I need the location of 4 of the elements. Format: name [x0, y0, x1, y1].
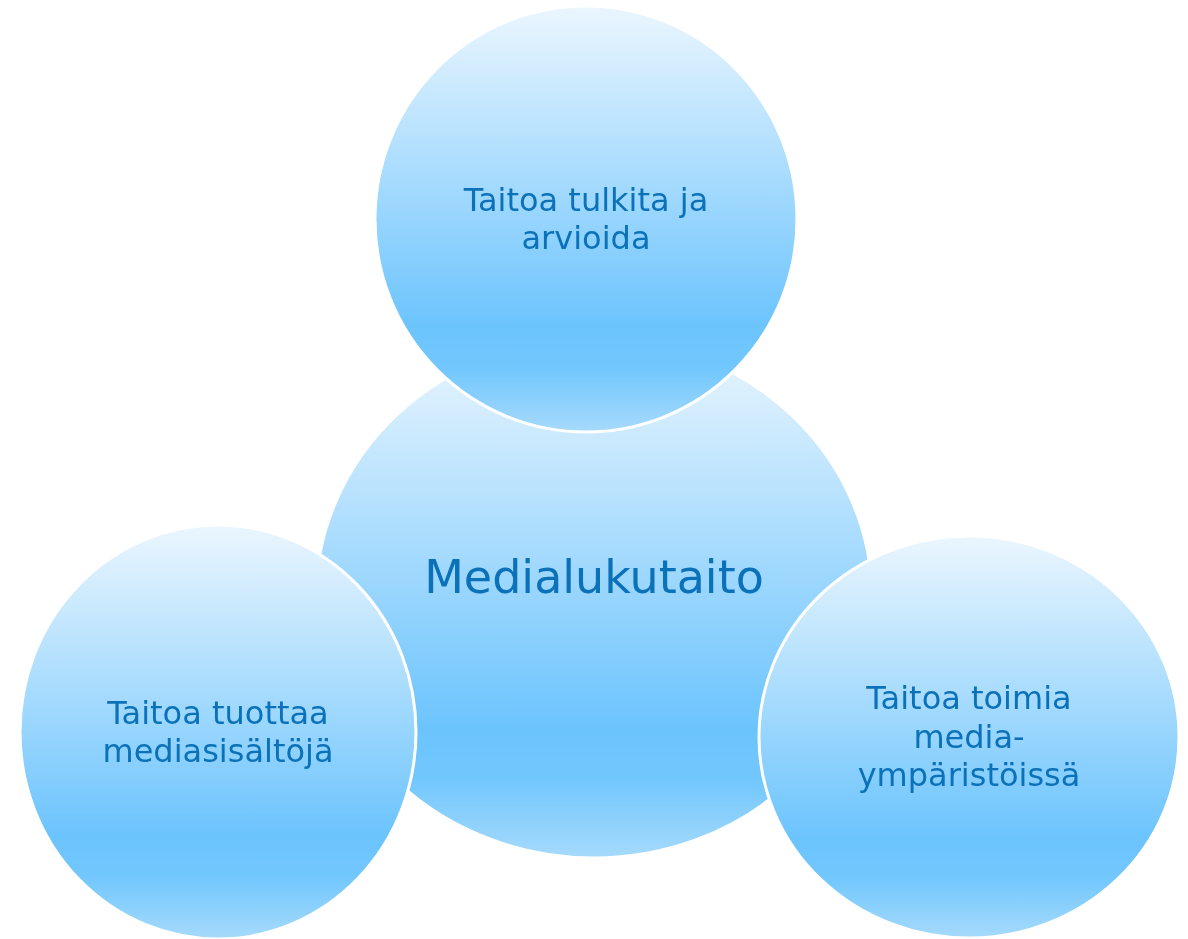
bubble-label: Taitoa tuottaa mediasisältöjä — [101, 693, 335, 771]
center-title: Medialukutaito — [424, 550, 764, 606]
bubble-label: Taitoa toimia media-ympäristöissä — [856, 679, 1082, 795]
bubble-label: Taitoa tulkita ja arvioida — [462, 180, 710, 258]
